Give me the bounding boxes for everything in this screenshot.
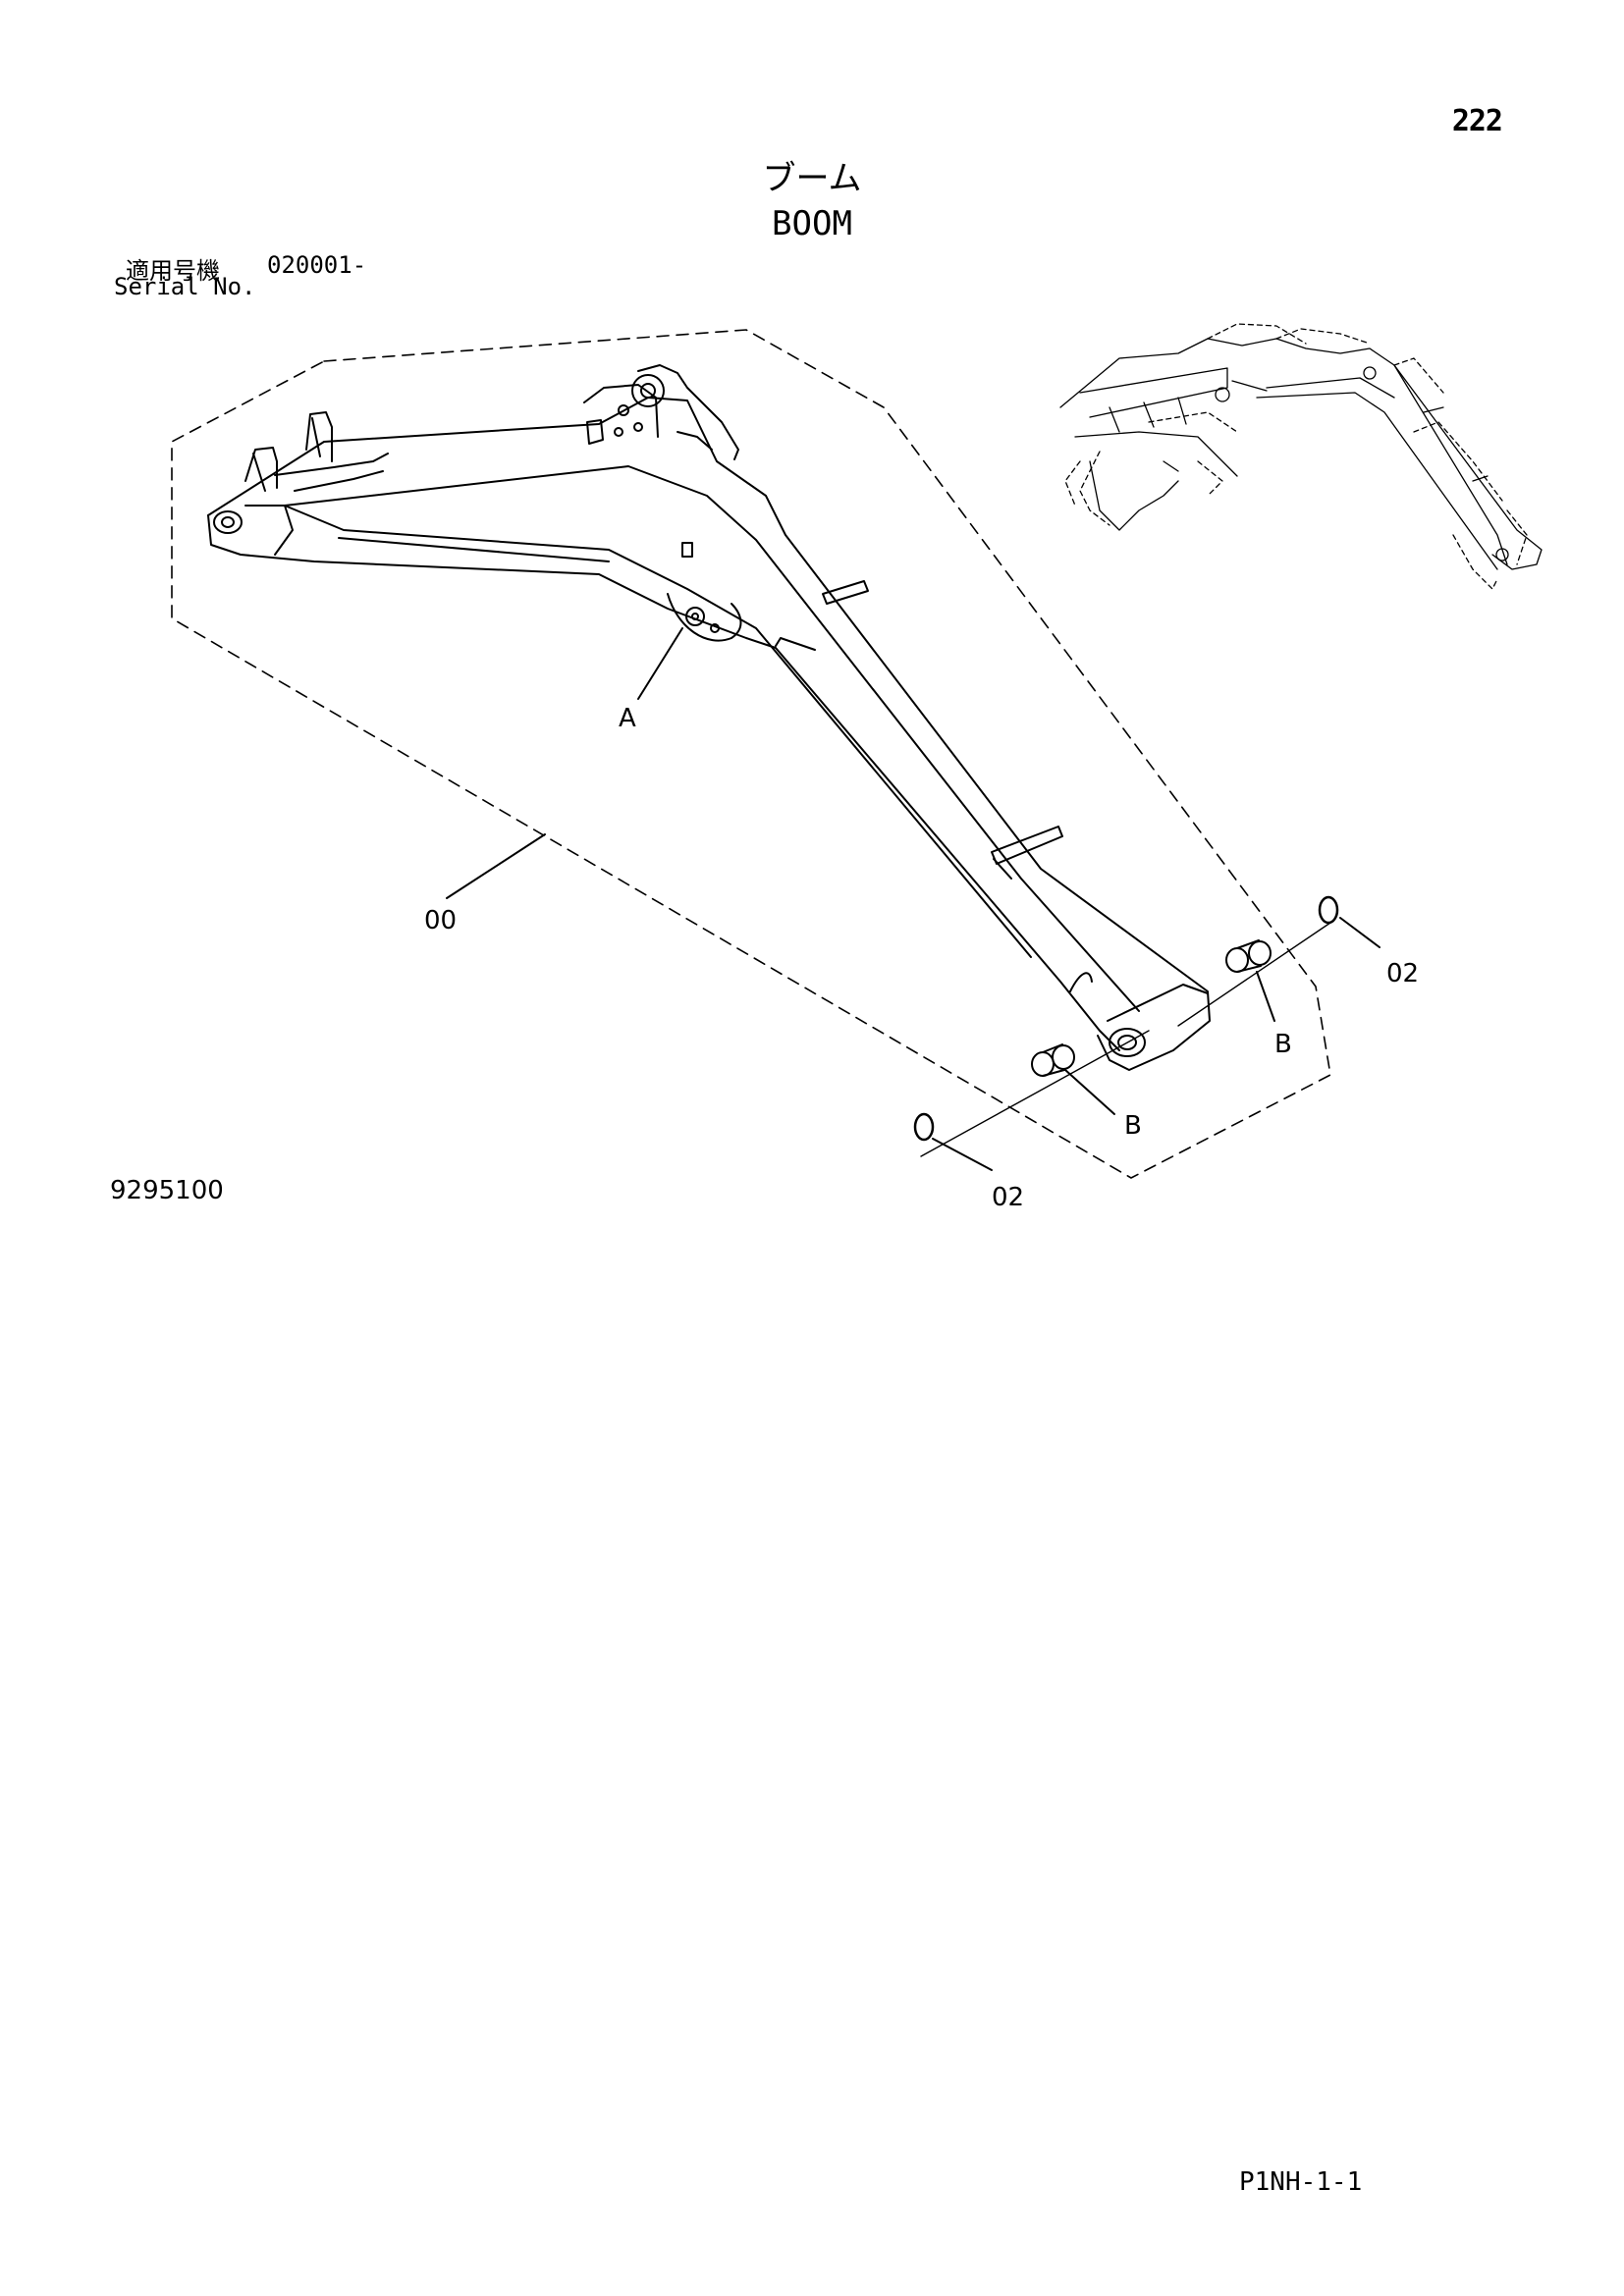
serial-label-japanese: 適用号機 (126, 257, 220, 285)
bushing-right (1225, 939, 1272, 973)
callout-snap-ring-right: 02 (1386, 959, 1419, 988)
bushing-left (1031, 1043, 1075, 1077)
callout-bushing-right: B (1274, 1030, 1292, 1059)
inset-overview (1059, 323, 1543, 590)
serial-label-english: Serial No. (114, 273, 256, 300)
page-title-japanese: ブーム (762, 159, 862, 198)
callout-weld-detail: A (619, 704, 636, 733)
snap-ring-right (1318, 895, 1339, 925)
callout-snap-ring-left: 02 (992, 1183, 1024, 1212)
assembly-boundary (171, 329, 1331, 1179)
page-code: P1NH-1-1 (1239, 2167, 1363, 2197)
boom-body (207, 397, 1211, 1071)
page-number: 222 (1451, 104, 1503, 138)
snap-ring-left (913, 1112, 935, 1142)
drawing-number: 9295100 (110, 1176, 224, 1205)
serial-number-value: 020001- (267, 251, 367, 279)
callout-assembly: 00 (424, 906, 457, 935)
callout-bushing-left: B (1124, 1111, 1142, 1141)
page-title-english: BOOM (772, 204, 852, 243)
